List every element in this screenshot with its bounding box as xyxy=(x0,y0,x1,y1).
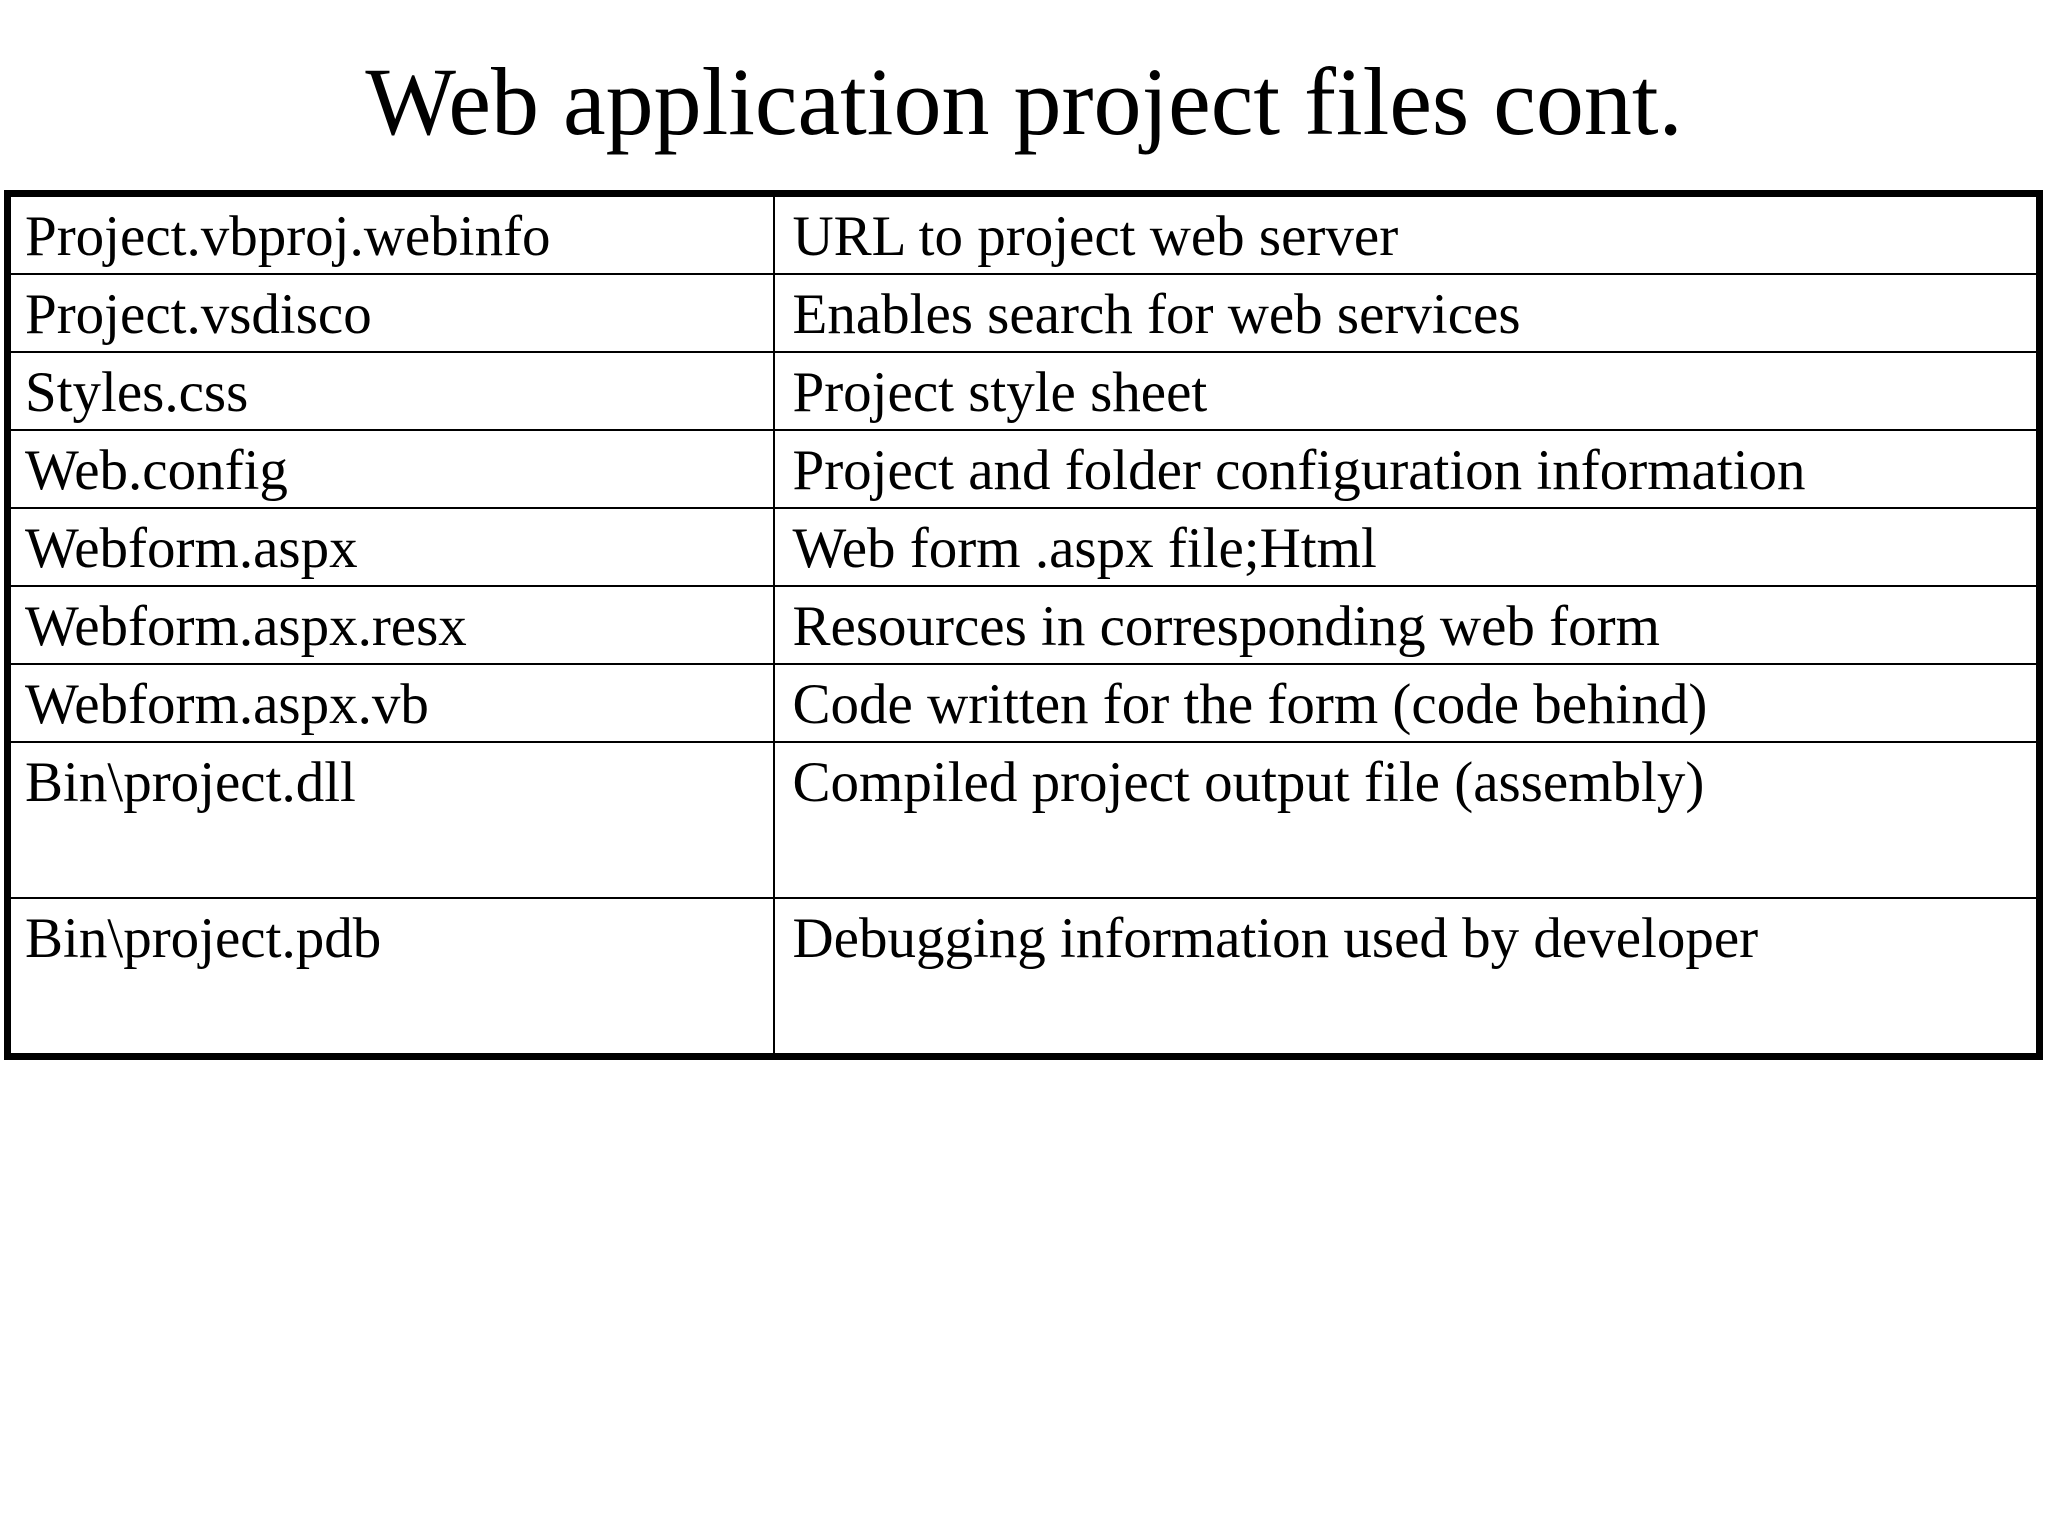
file-name-cell: Project.vbproj.webinfo xyxy=(6,192,775,275)
file-description-cell: URL to project web server xyxy=(772,192,2041,275)
file-description-cell: Resources in corresponding web form xyxy=(772,585,2041,665)
file-name-cell: Web.config xyxy=(6,429,775,509)
file-name-cell: Bin\project.dll xyxy=(6,741,775,899)
file-description-cell: Code written for the form (code behind) xyxy=(772,663,2041,743)
file-description-cell: Project and folder configuration informa… xyxy=(772,429,2041,509)
file-description-cell: Compiled project output file (assembly) xyxy=(772,741,2041,899)
file-name-cell: Webform.aspx xyxy=(6,507,775,587)
file-name-cell: Webform.aspx.resx xyxy=(6,585,775,665)
file-description-cell: Enables search for web services xyxy=(772,273,2041,353)
file-name-cell: Project.vsdisco xyxy=(6,273,775,353)
file-description-cell: Project style sheet xyxy=(772,351,2041,431)
file-description-cell: Web form .aspx file;Html xyxy=(772,507,2041,587)
file-name-cell: Bin\project.pdb xyxy=(6,897,775,1058)
file-description-cell: Debugging information used by developer xyxy=(772,897,2041,1058)
file-name-cell: Webform.aspx.vb xyxy=(6,663,775,743)
page-title: Web application project files cont. xyxy=(365,48,1683,155)
file-name-cell: Styles.css xyxy=(6,351,775,431)
